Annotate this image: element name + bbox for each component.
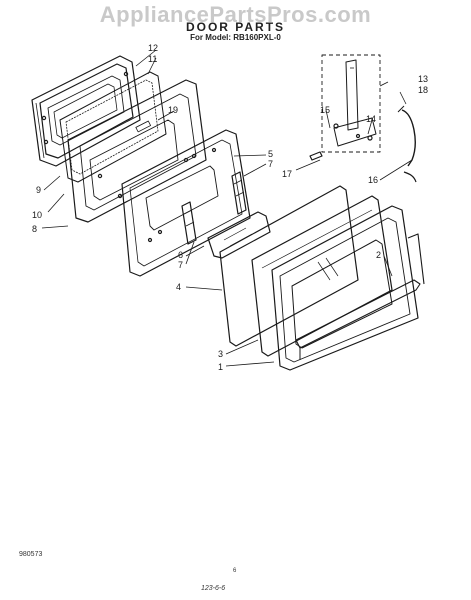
callout-16: 16 — [368, 175, 378, 185]
footer-page-number: 6 — [233, 568, 237, 574]
callout-10: 10 — [32, 210, 42, 220]
inner-panel — [121, 129, 251, 277]
hinge-bracket-left — [181, 201, 197, 245]
footer-code: 980573 — [19, 551, 43, 558]
model-subtitle: For Model: RB160PXL-0 — [190, 33, 281, 42]
callout-1: 1 — [218, 362, 223, 372]
callout-13: 13 — [418, 74, 428, 84]
footer-handwritten-note: 123-6-6 — [201, 585, 226, 592]
callout-7b: 7 — [178, 260, 183, 270]
outer-glass — [251, 195, 393, 357]
hinge-spring — [397, 105, 417, 183]
callout-12: 12 — [148, 43, 158, 53]
hinge-assembly-box — [321, 54, 381, 153]
callout-4: 4 — [176, 282, 181, 292]
callout-15: 15 — [320, 105, 330, 115]
door-gasket — [59, 71, 167, 183]
callout-18: 18 — [418, 85, 428, 95]
hinge-pin — [309, 151, 323, 161]
callout-17: 17 — [282, 169, 292, 179]
diagram-title: DOOR PARTS — [185, 20, 286, 34]
callout-14: 14 — [366, 114, 376, 124]
outer-door — [271, 205, 419, 371]
hinge-bracket-right — [231, 171, 247, 215]
callout-2: 2 — [376, 250, 381, 260]
callout-7a: 7 — [268, 159, 273, 169]
leader-lines — [41, 49, 413, 367]
callout-6: 6 — [178, 250, 183, 260]
door-handle — [295, 233, 425, 360]
watermark: AppliancePartsPros.com — [99, 2, 372, 27]
callout-8: 8 — [32, 224, 37, 234]
insulation-panel — [219, 185, 359, 347]
callout-9: 9 — [36, 185, 41, 195]
callout-5: 5 — [268, 149, 273, 159]
inner-door-liner — [31, 55, 141, 167]
callout-19: 19 — [168, 105, 178, 115]
callout-3: 3 — [218, 349, 223, 359]
callout-11: 11 — [148, 54, 157, 64]
